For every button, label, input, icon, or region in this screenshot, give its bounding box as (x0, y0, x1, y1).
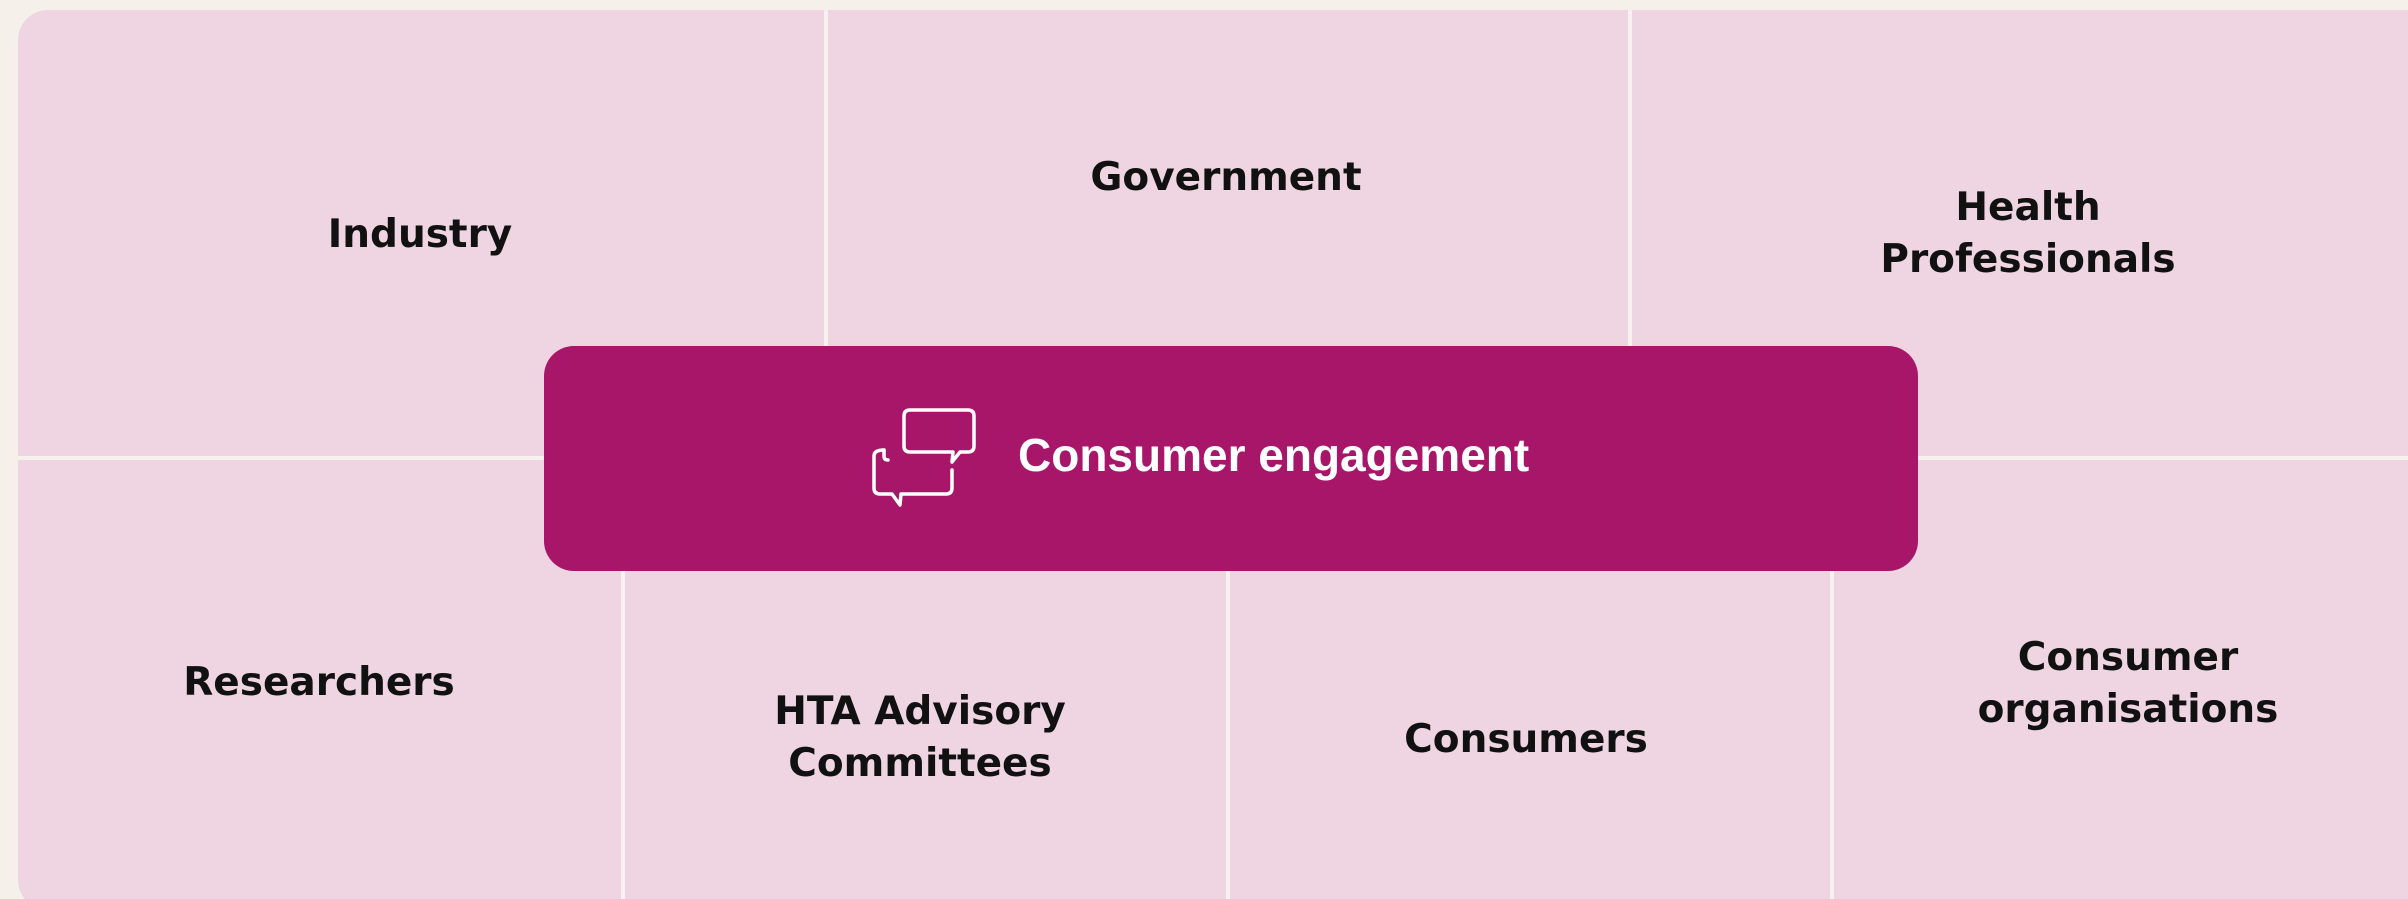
stakeholder-government: Government (1090, 152, 1361, 204)
stakeholder-hta-advisory-committees: HTA Advisory Committees (774, 686, 1066, 790)
stakeholder-panel: Industry Government Health Professionals… (18, 10, 2408, 899)
stakeholder-label-line1: HTA Advisory (774, 689, 1066, 734)
stakeholder-label-line1: Health (1955, 185, 2101, 230)
stakeholder-industry: Industry (328, 209, 512, 261)
stakeholder-label: Industry (327, 212, 513, 257)
stakeholder-label-line2: organisations (1977, 687, 2279, 732)
stakeholder-label: Consumers (1404, 717, 1648, 762)
bottom-divider-3 (1830, 460, 1834, 899)
center-title: Consumer engagement (1018, 429, 1530, 481)
stakeholder-health-professionals: Health Professionals (1880, 182, 2175, 286)
stakeholder-consumer-organisations: Consumer organisations (1978, 632, 2279, 736)
stakeholder-label: Government (1090, 155, 1362, 200)
stakeholder-label-line1: Consumer (2017, 635, 2239, 680)
stakeholder-label: Researchers (183, 660, 455, 705)
top-divider-1 (824, 10, 828, 456)
stakeholder-consumers: Consumers (1404, 714, 1648, 766)
stakeholder-label-line2: Professionals (1880, 237, 2176, 282)
top-divider-2 (1628, 10, 1632, 456)
bottom-divider-2 (1226, 460, 1230, 899)
speech-bubbles-icon (872, 408, 976, 507)
stakeholder-researchers: Researchers (183, 657, 454, 709)
stakeholder-label-line2: Committees (788, 741, 1052, 786)
bottom-divider-1 (621, 460, 625, 899)
consumer-engagement-box: Consumer engagement (544, 346, 1918, 571)
